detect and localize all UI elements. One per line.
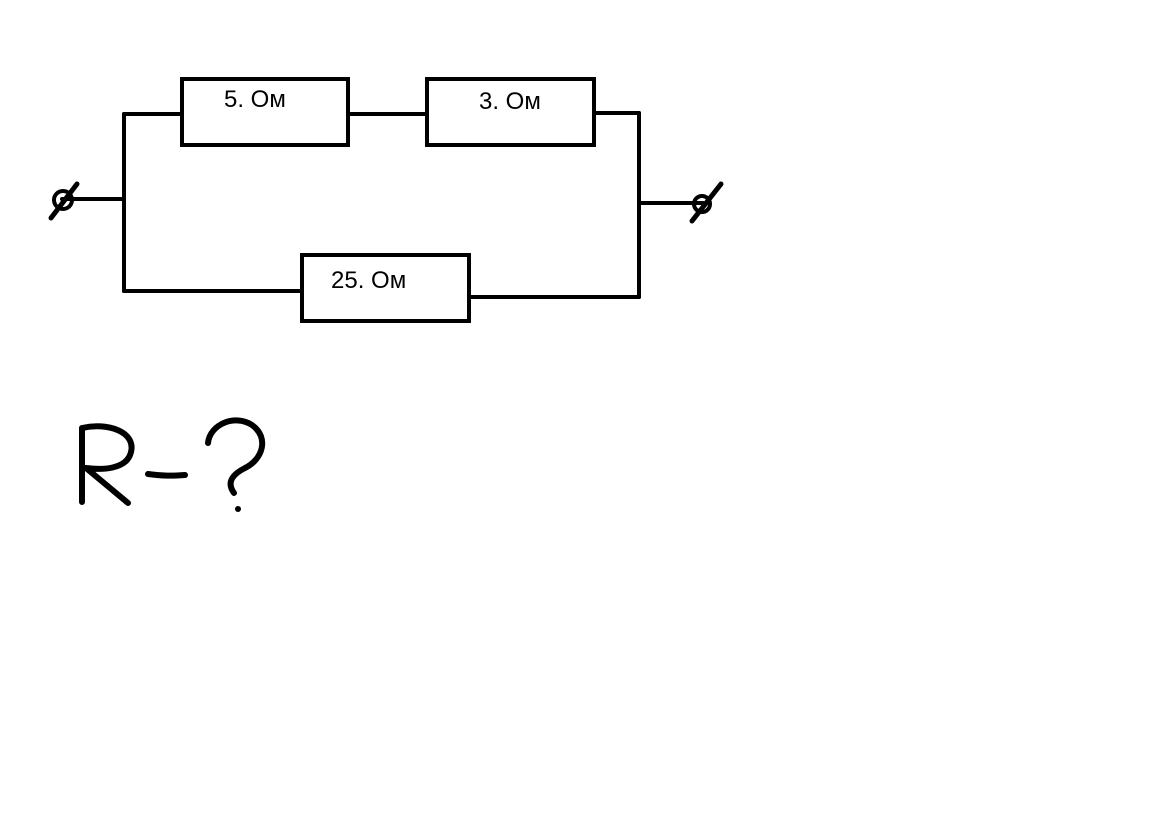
resistor-3-box [300,253,471,323]
resistor-1-label: 5. Ом [224,86,286,113]
resistor-2-box [425,77,596,147]
resistor-1: 5. Ом [180,77,350,147]
left-terminal-icon [48,181,80,221]
question-dash [145,471,188,479]
question-mark [205,417,266,496]
question-mark-dot [235,506,241,512]
resistor-2: 3. Ом [425,77,596,147]
right-terminal-icon [689,181,724,224]
resistor-3: 25. Ом [300,253,471,323]
resistor-1-box [180,77,350,147]
question-letter-r [79,423,135,506]
resistor-3-label: 25. Ом [331,267,406,294]
resistor-2-label: 3. Ом [479,88,541,115]
question-handwritten [79,417,266,512]
